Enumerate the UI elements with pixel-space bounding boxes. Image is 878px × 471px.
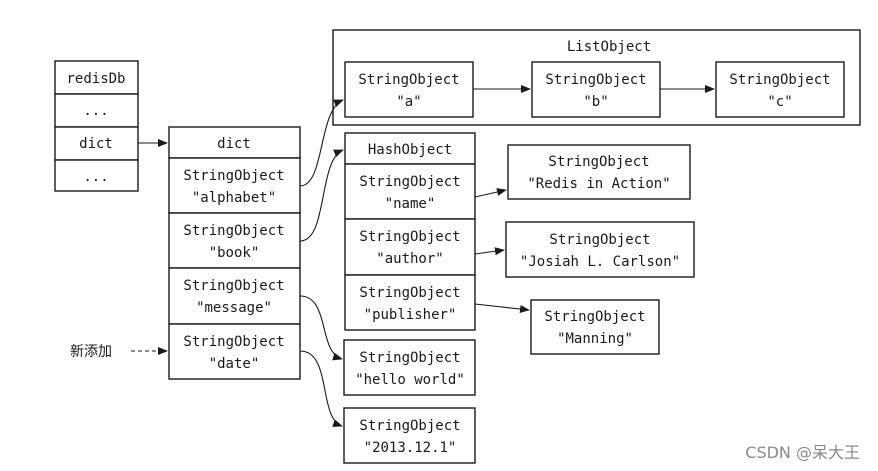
message-value: StringObject "hello world" bbox=[343, 339, 476, 396]
hash-field-type: StringObject bbox=[359, 174, 460, 190]
arrow-author-to-value bbox=[474, 247, 505, 256]
watermark: CSDN @呆大王 bbox=[745, 443, 860, 462]
hash-value-type: StringObject bbox=[544, 309, 645, 325]
hash-value-publisher: StringObject "Manning" bbox=[530, 299, 660, 355]
dict-entry-type: StringObject bbox=[183, 278, 284, 294]
list-item-type: StringObject bbox=[545, 72, 646, 88]
message-value-text: "hello world" bbox=[355, 372, 465, 388]
arrow-alphabet-to-list bbox=[299, 99, 344, 187]
hash-field-key: "name" bbox=[385, 196, 436, 212]
redisdb-row-dict: dict bbox=[79, 136, 113, 152]
hash-field-type: StringObject bbox=[359, 229, 460, 245]
hash-field-key: "publisher" bbox=[364, 307, 457, 323]
redisdb-row-ellipsis: ... bbox=[83, 169, 108, 185]
dict-entry-type: StringObject bbox=[183, 168, 284, 184]
list-object-title: ListObject bbox=[567, 39, 651, 55]
hash-field-key: "author" bbox=[376, 251, 443, 267]
dict-entry-type: StringObject bbox=[183, 223, 284, 239]
hash-value-type: StringObject bbox=[548, 154, 649, 170]
message-value-type: StringObject bbox=[359, 350, 460, 366]
date-value-type: StringObject bbox=[359, 418, 460, 434]
date-value-text: "2013.12.1" bbox=[364, 440, 457, 456]
dict-entry-type: StringObject bbox=[183, 334, 284, 350]
list-object: ListObject StringObject "a" StringObject… bbox=[332, 29, 861, 126]
arrow-name-to-value bbox=[474, 188, 507, 198]
hash-value-name: StringObject "Redis in Action" bbox=[507, 144, 691, 200]
dict-entry-key: "alphabet" bbox=[192, 190, 276, 206]
arrow-book-to-hash bbox=[299, 149, 344, 242]
list-item-type: StringObject bbox=[358, 72, 459, 88]
dict-entry-key: "message" bbox=[196, 300, 272, 316]
dict-table: dict StringObject "alphabet" StringObjec… bbox=[168, 126, 301, 380]
hash-value-text: "Manning" bbox=[557, 331, 633, 347]
redisdb-title: redisDb bbox=[66, 71, 125, 87]
new-added-label: 新添加 bbox=[70, 344, 112, 360]
hash-object-title: HashObject bbox=[368, 142, 452, 158]
hash-object: HashObject StringObject "name" StringObj… bbox=[344, 132, 476, 331]
hash-value-author: StringObject "Josiah L. Carlson" bbox=[505, 221, 695, 278]
list-item-value: "c" bbox=[767, 94, 792, 110]
arrow-publisher-to-value bbox=[474, 303, 530, 313]
dict-entry-key: "book" bbox=[209, 245, 260, 261]
arrow-date-to-value bbox=[299, 350, 343, 427]
list-item-value: "b" bbox=[583, 94, 608, 110]
dict-title: dict bbox=[217, 136, 251, 152]
arrow-message-to-value bbox=[299, 295, 343, 361]
redisdb-table: redisDb ... dict ... bbox=[54, 60, 139, 192]
list-item-type: StringObject bbox=[729, 72, 830, 88]
hash-value-text: "Redis in Action" bbox=[527, 176, 670, 192]
redisdb-row-ellipsis: ... bbox=[83, 103, 108, 119]
hash-value-text: "Josiah L. Carlson" bbox=[520, 254, 680, 270]
hash-value-type: StringObject bbox=[549, 232, 650, 248]
hash-field-type: StringObject bbox=[359, 285, 460, 301]
date-value: StringObject "2013.12.1" bbox=[343, 407, 476, 464]
dict-entry-key: "date" bbox=[209, 356, 260, 372]
list-item-value: "a" bbox=[396, 94, 421, 110]
